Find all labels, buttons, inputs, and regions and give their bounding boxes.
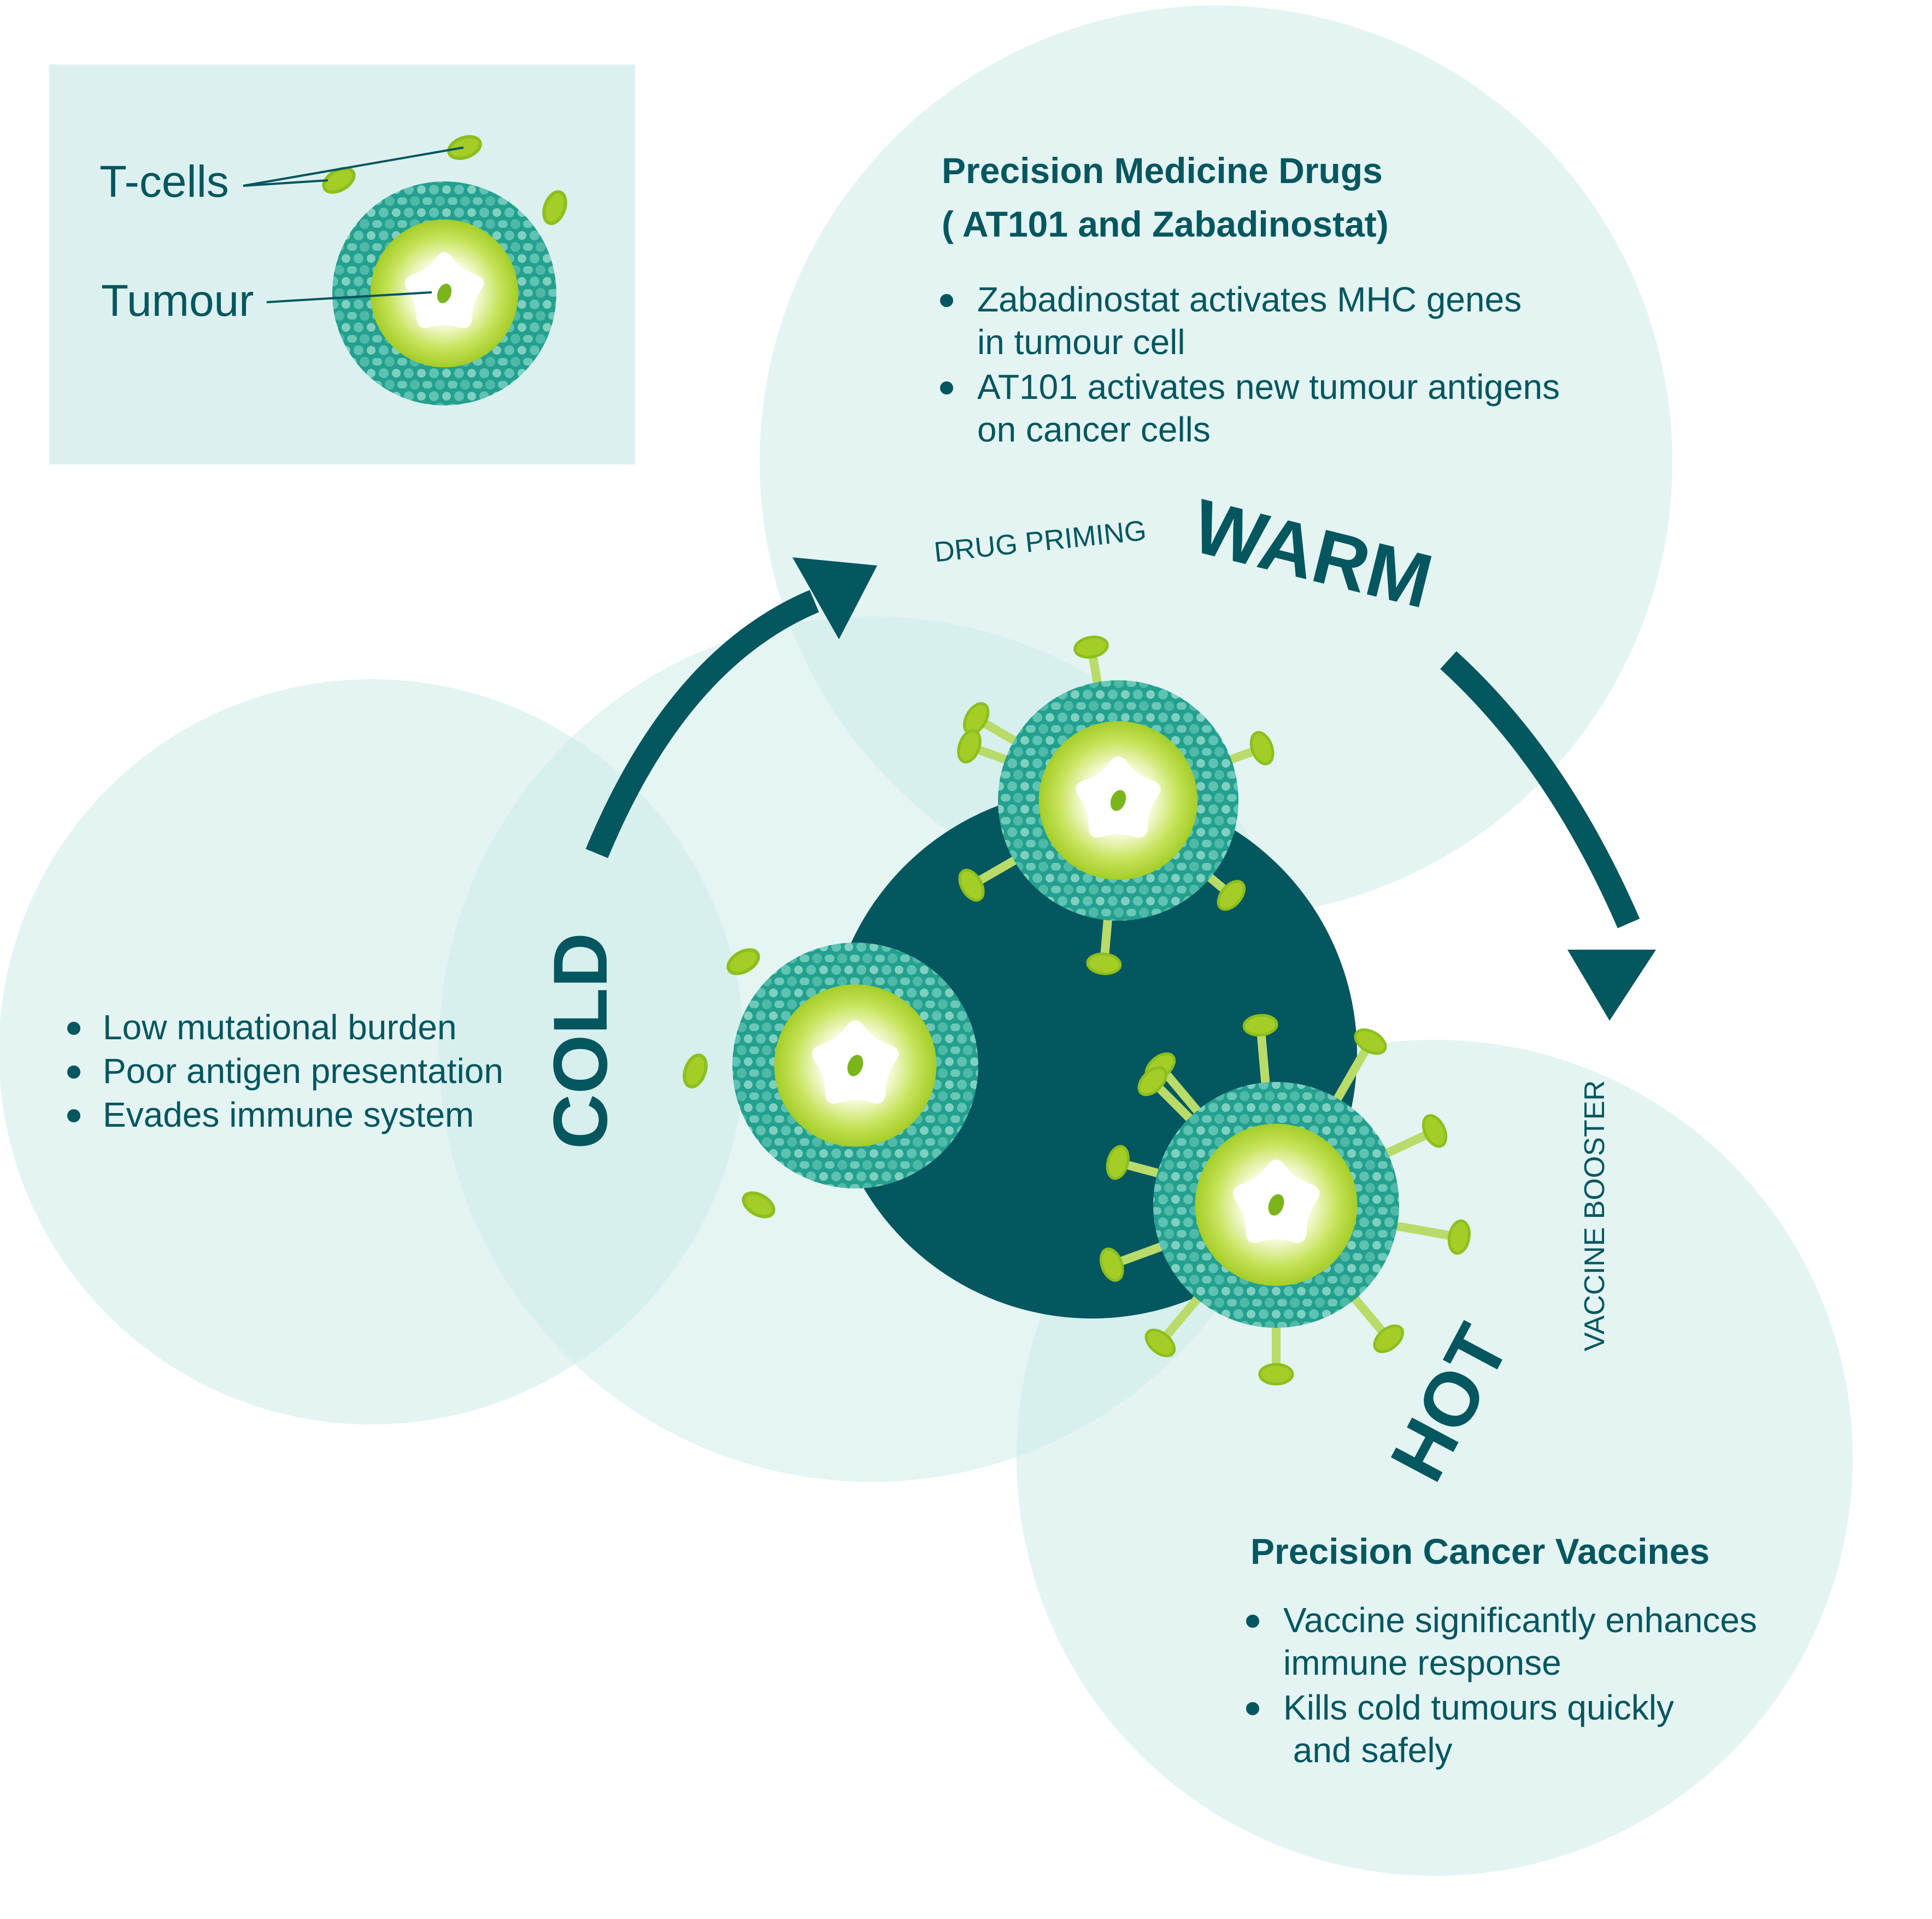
- hot-bullets: Vaccine significantly enhances immune re…: [1246, 1600, 1757, 1770]
- tumour-label: Tumour: [101, 276, 254, 326]
- bullet-dot: [1246, 1702, 1259, 1715]
- hot-bullet-1-line1: Vaccine significantly enhances: [1283, 1600, 1757, 1640]
- warm-bullet-1-line1: Zabadinostat activates MHC genes: [977, 280, 1522, 319]
- tcells-leader-line: [243, 146, 464, 187]
- tumour-icon: [957, 635, 1275, 975]
- cold-bullet-2: Poor antigen presentation: [103, 1051, 503, 1091]
- tcells-label: T-cells: [99, 157, 229, 207]
- arrow-icon: [1440, 651, 1640, 928]
- warm-bullet-2-line2: on cancer cells: [977, 410, 1211, 449]
- arrow-icon: [1567, 950, 1656, 1021]
- warm-heading-line2: ( AT101 and Zabadinostat): [942, 204, 1389, 244]
- cold-bullet-3: Evades immune system: [103, 1095, 474, 1134]
- bullet-dot: [67, 1066, 80, 1079]
- bullet-dot: [1246, 1615, 1259, 1628]
- t-cell-icon: [726, 948, 760, 975]
- bullet-dot: [940, 294, 953, 307]
- t-cell-icon: [542, 190, 567, 225]
- cold-bullets: Low mutational burden Poor antigen prese…: [67, 1008, 503, 1134]
- hot-bullet-1-line2: immune response: [1283, 1643, 1561, 1682]
- hot-bullet-2-line1: Kills cold tumours quickly: [1283, 1688, 1674, 1727]
- t-cell-icon: [683, 1053, 708, 1088]
- tcells-leader-line: [243, 179, 328, 187]
- t-cell-icon: [742, 1191, 776, 1218]
- arrow-icon: [585, 590, 819, 858]
- tumour-icon: [332, 181, 556, 405]
- arrow-icon: [792, 557, 877, 639]
- hot-heading: Precision Cancer Vaccines: [1250, 1531, 1710, 1571]
- t-cell-icon: [447, 135, 482, 160]
- cold-title: COLD: [537, 933, 623, 1150]
- bullet-dot: [940, 381, 953, 395]
- warm-bullet-2-line1: AT101 activates new tumour antigens: [977, 367, 1560, 407]
- cold-bullet-1: Low mutational burden: [103, 1008, 457, 1047]
- warm-heading-line1: Precision Medicine Drugs: [942, 150, 1383, 191]
- warm-bullets: Zabadinostat activates MHC genes in tumo…: [940, 280, 1560, 449]
- bullet-dot: [67, 1022, 80, 1035]
- tumour-icon: [1100, 1014, 1471, 1386]
- tumour-icon: [732, 943, 978, 1188]
- bullet-dot: [67, 1109, 80, 1122]
- t-cell-icon: [322, 167, 356, 194]
- tumour-leader-line: [266, 291, 432, 303]
- warm-bullet-1-line2: in tumour cell: [977, 322, 1185, 362]
- hot-bullet-2-line2: and safely: [1283, 1730, 1453, 1770]
- hot-subtitle: VACCINE BOOSTER: [1579, 1080, 1611, 1351]
